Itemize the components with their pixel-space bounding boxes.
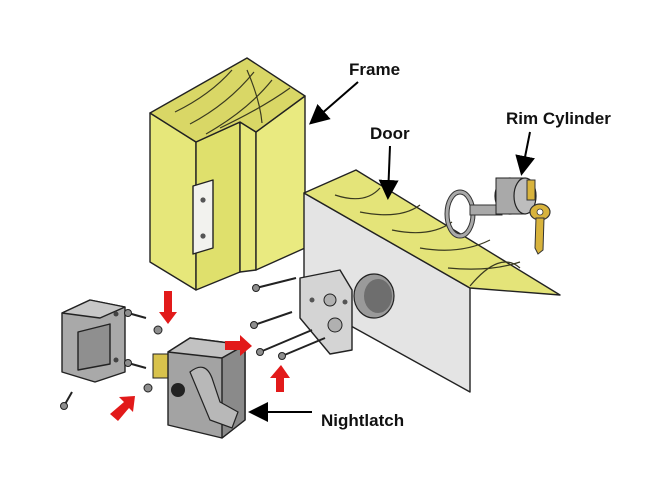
screw-icon [153, 325, 163, 335]
nightlatch-body [152, 337, 246, 439]
mounting-plate [299, 269, 353, 355]
screw-icon [60, 391, 73, 410]
screw-icon [143, 383, 153, 393]
red-arrow-icon [159, 291, 177, 324]
rim-cylinder-label: Rim Cylinder [506, 109, 611, 128]
door-leader-arrow [378, 145, 399, 200]
screw-icon [256, 329, 313, 356]
frame-wood-grain [174, 69, 291, 135]
screw-icon [252, 277, 297, 292]
staple-keeper [61, 299, 126, 383]
strike-plate [192, 179, 214, 255]
red-arrow-icon [225, 335, 252, 356]
door-label: Door [370, 124, 410, 143]
nightlatch-label: Nightlatch [321, 411, 404, 430]
nightlatch-handle [189, 366, 239, 429]
screw-icon [124, 359, 147, 369]
door-frame [149, 57, 306, 291]
rim-cylinder-leader-arrow [515, 131, 535, 176]
frame-label: Frame [349, 60, 400, 79]
screw-icon [124, 309, 147, 319]
screw-icon [250, 311, 293, 329]
red-arrow-icon [270, 365, 290, 392]
red-arrow-icon [110, 396, 135, 421]
screw-icon [278, 337, 326, 360]
rim-cylinder [444, 177, 551, 255]
frame-leader-arrow [308, 81, 359, 125]
key-icon [526, 179, 551, 255]
door [303, 169, 561, 393]
